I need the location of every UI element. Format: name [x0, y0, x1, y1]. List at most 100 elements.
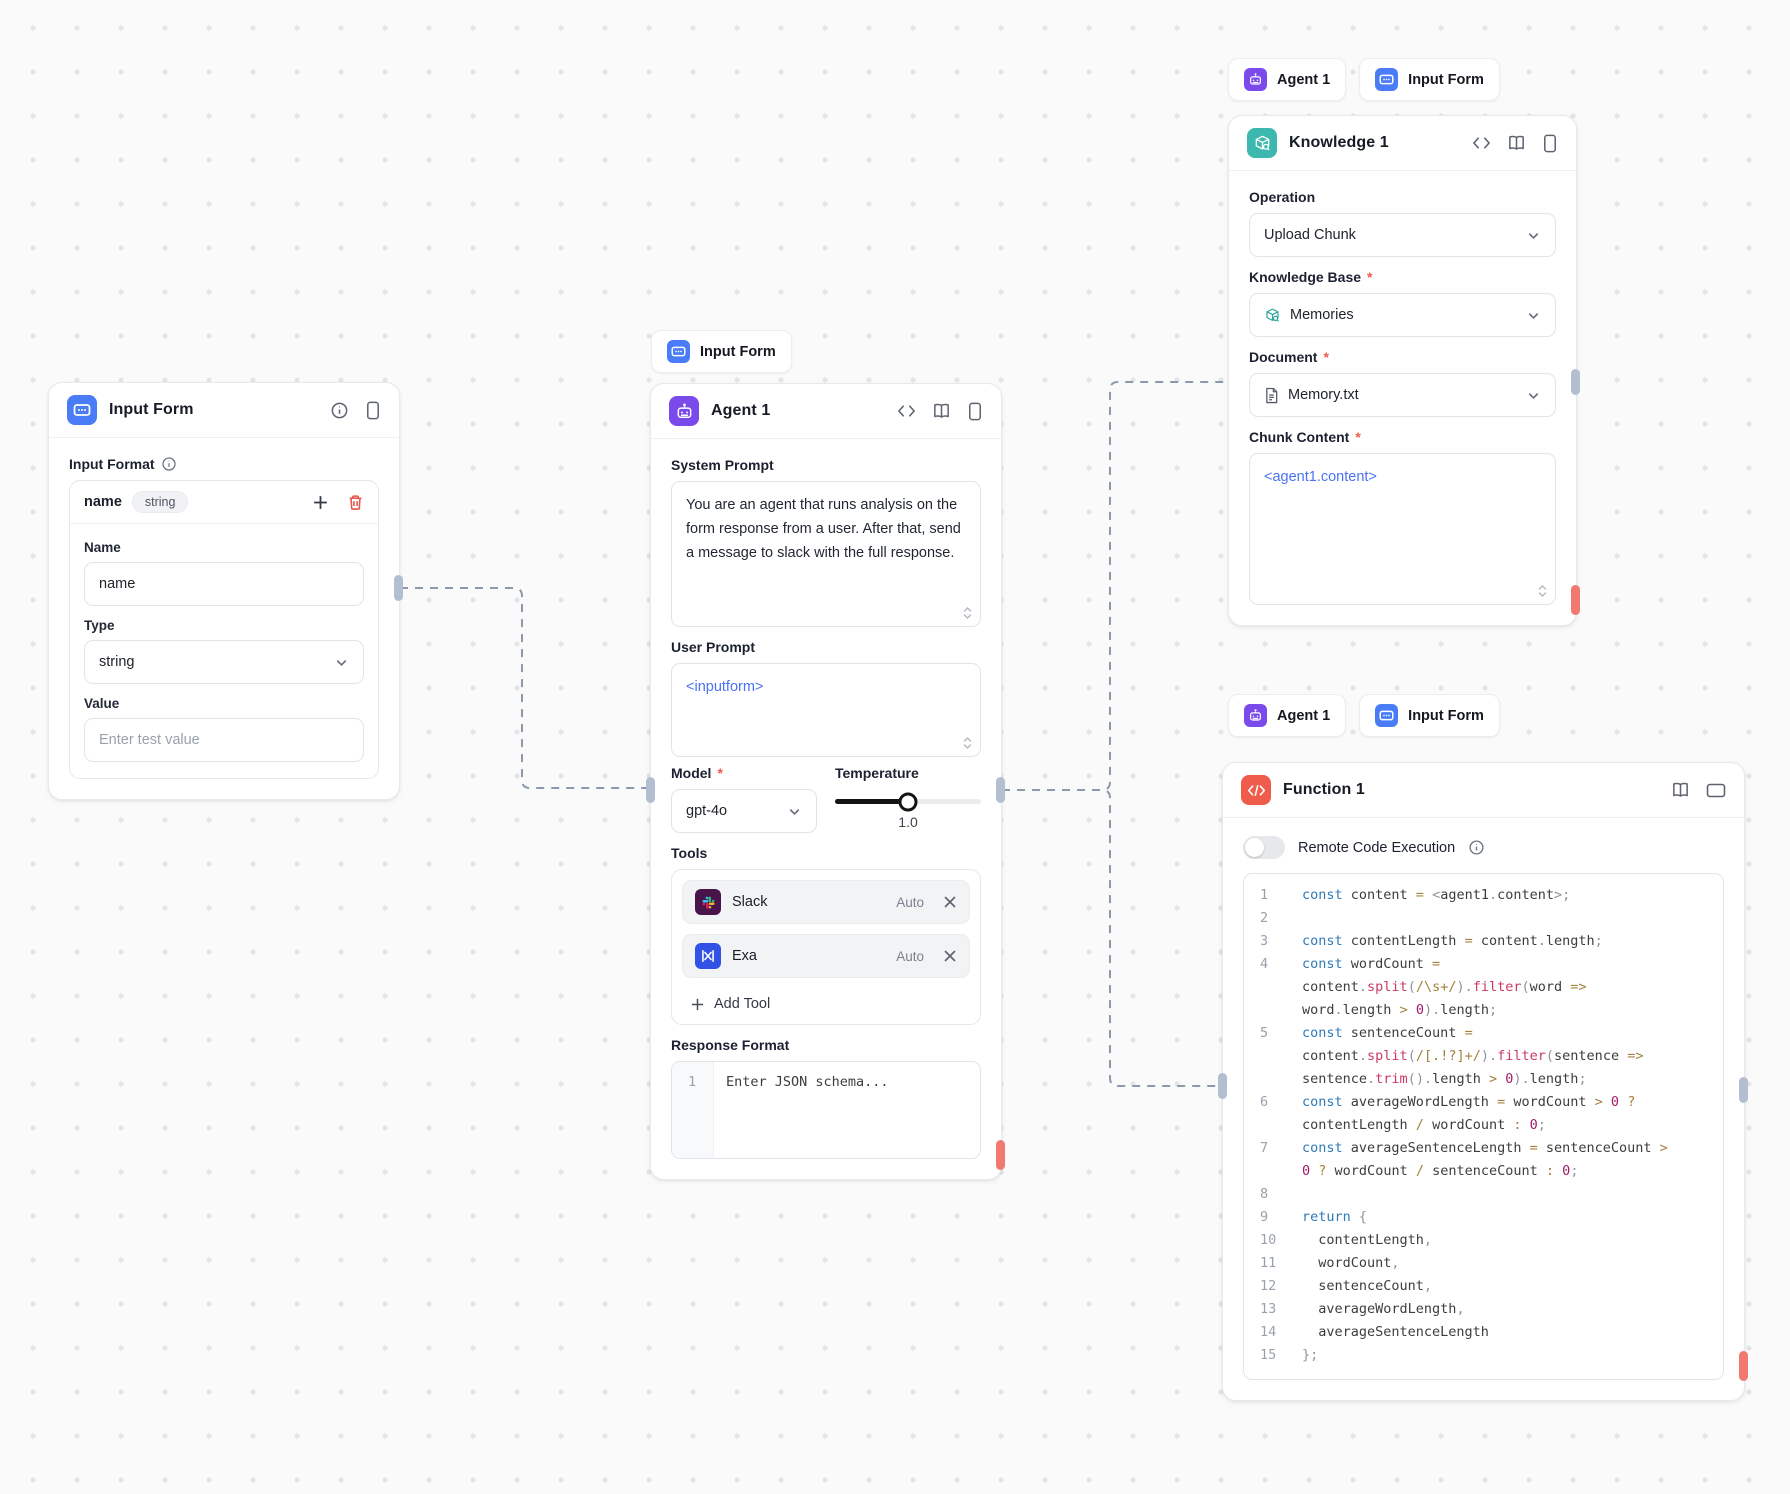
- output-port[interactable]: [1571, 369, 1580, 395]
- chunk-content-textarea[interactable]: <agent1.content>: [1249, 453, 1556, 605]
- knowledge-node: Knowledge 1 Operation Upload Chunk Knowl…: [1228, 115, 1577, 626]
- input-form-node-header[interactable]: Input Form: [49, 383, 399, 438]
- input-form-icon: [1375, 704, 1399, 727]
- book-icon[interactable]: [932, 402, 951, 420]
- operation-label: Operation: [1249, 189, 1316, 205]
- toggle-knob: [1245, 838, 1264, 857]
- function-node-header[interactable]: Function 1: [1223, 763, 1744, 818]
- temperature-value: 1.0: [898, 814, 918, 830]
- code-line: 12 sentenceCount,: [1260, 1278, 1433, 1294]
- agent-node-header[interactable]: Agent 1: [651, 384, 1001, 439]
- code-line: content.split(/\s+/).filter(word =>: [1302, 979, 1587, 995]
- temperature-slider[interactable]: [835, 792, 981, 811]
- system-prompt-textarea[interactable]: You are an agent that runs analysis on t…: [671, 481, 981, 627]
- name-label: Name: [84, 540, 121, 555]
- phone-icon[interactable]: [1542, 134, 1558, 153]
- badge-agent-1[interactable]: Agent 1: [1228, 58, 1347, 101]
- input-port[interactable]: [646, 777, 655, 803]
- tool-mode: Auto: [896, 894, 924, 910]
- input-form-icon: [1375, 68, 1399, 91]
- phone-icon[interactable]: [967, 402, 983, 421]
- function-upstream-badges: Agent 1 Input Form: [1228, 694, 1500, 737]
- code-line: 8: [1260, 1186, 1269, 1202]
- output-port[interactable]: [394, 575, 403, 601]
- value-label: Value: [84, 696, 120, 711]
- delete-field-button[interactable]: [347, 494, 364, 511]
- code-icon[interactable]: [1472, 135, 1491, 151]
- knowledge-base-select[interactable]: Memories: [1249, 293, 1556, 337]
- slider-fill: [835, 799, 908, 804]
- book-icon[interactable]: [1671, 781, 1690, 799]
- output-port[interactable]: [1739, 1077, 1748, 1103]
- info-icon[interactable]: [161, 456, 177, 472]
- code-line: sentence.trim().length > 0).length;: [1302, 1071, 1587, 1087]
- badge-input-form[interactable]: Input Form: [1359, 694, 1500, 737]
- resize-handle-icon[interactable]: [962, 736, 973, 750]
- output-port[interactable]: [996, 777, 1005, 803]
- badge-label: Agent 1: [1277, 71, 1331, 88]
- add-field-button[interactable]: [312, 494, 329, 511]
- tools-label: Tools: [671, 845, 708, 861]
- badge-input-form[interactable]: Input Form: [1359, 58, 1500, 101]
- chevron-down-icon: [1526, 308, 1541, 323]
- response-format-label: Response Format: [671, 1037, 790, 1053]
- model-select[interactable]: gpt-4o: [671, 789, 817, 833]
- slack-icon: [695, 889, 721, 915]
- node-title: Knowledge 1: [1289, 134, 1389, 151]
- memories-cube-icon: [1264, 307, 1281, 324]
- tool-name: Exa: [732, 948, 757, 964]
- info-icon[interactable]: [330, 401, 349, 420]
- code-line: 13 averageWordLength,: [1260, 1301, 1465, 1317]
- remove-tool-icon[interactable]: [943, 949, 957, 963]
- error-port[interactable]: [1739, 1351, 1748, 1381]
- badge-label: Agent 1: [1277, 707, 1331, 724]
- badge-input-form[interactable]: Input Form: [651, 330, 792, 373]
- code-line: content.split(/[.!?]+/).filter(sentence …: [1302, 1048, 1644, 1064]
- document-select[interactable]: Memory.txt: [1249, 373, 1556, 417]
- info-icon[interactable]: [1468, 839, 1485, 856]
- tool-row-slack[interactable]: Slack Auto: [682, 880, 970, 924]
- slider-knob[interactable]: [898, 792, 918, 811]
- expand-panel-icon[interactable]: [1706, 783, 1726, 798]
- error-port[interactable]: [1571, 585, 1580, 615]
- input-form-node: Input Form Input Format name string Name…: [48, 382, 400, 800]
- code-line: 2: [1260, 910, 1269, 926]
- remote-code-toggle[interactable]: [1243, 836, 1285, 859]
- chunk-content-label: Chunk Content*: [1249, 429, 1361, 445]
- knowledge-node-header[interactable]: Knowledge 1: [1229, 116, 1576, 171]
- response-format-editor[interactable]: 1 Enter JSON schema...: [671, 1061, 981, 1159]
- chevron-down-icon: [334, 655, 349, 670]
- book-icon[interactable]: [1507, 134, 1526, 152]
- phone-icon[interactable]: [365, 401, 381, 420]
- code-icon[interactable]: [897, 403, 916, 419]
- code-line: 11 wordCount,: [1260, 1255, 1400, 1271]
- remove-tool-icon[interactable]: [943, 895, 957, 909]
- remote-code-label: Remote Code Execution: [1298, 839, 1456, 856]
- input-port[interactable]: [1218, 1073, 1227, 1099]
- badge-label: Input Form: [1408, 707, 1484, 724]
- add-tool-button[interactable]: Add Tool: [682, 988, 970, 1014]
- resize-handle-icon[interactable]: [962, 606, 973, 620]
- type-select[interactable]: string: [84, 640, 364, 684]
- chevron-down-icon: [787, 804, 802, 819]
- user-prompt-textarea[interactable]: <inputform>: [671, 663, 981, 757]
- badge-agent-1[interactable]: Agent 1: [1228, 694, 1347, 737]
- tool-row-exa[interactable]: Exa Auto: [682, 934, 970, 978]
- value-input[interactable]: Enter test value: [84, 718, 364, 762]
- error-port[interactable]: [996, 1140, 1005, 1170]
- exa-icon: [695, 943, 721, 969]
- model-label: Model*: [671, 765, 723, 781]
- name-input[interactable]: name: [84, 562, 364, 606]
- line-number: 1: [672, 1062, 714, 1158]
- operation-select[interactable]: Upload Chunk: [1249, 213, 1556, 257]
- document-label: Document*: [1249, 349, 1329, 365]
- resize-handle-icon[interactable]: [1537, 584, 1548, 598]
- code-line: 15};: [1260, 1347, 1319, 1363]
- tools-box: Slack Auto Exa Auto Add Tool: [671, 869, 981, 1025]
